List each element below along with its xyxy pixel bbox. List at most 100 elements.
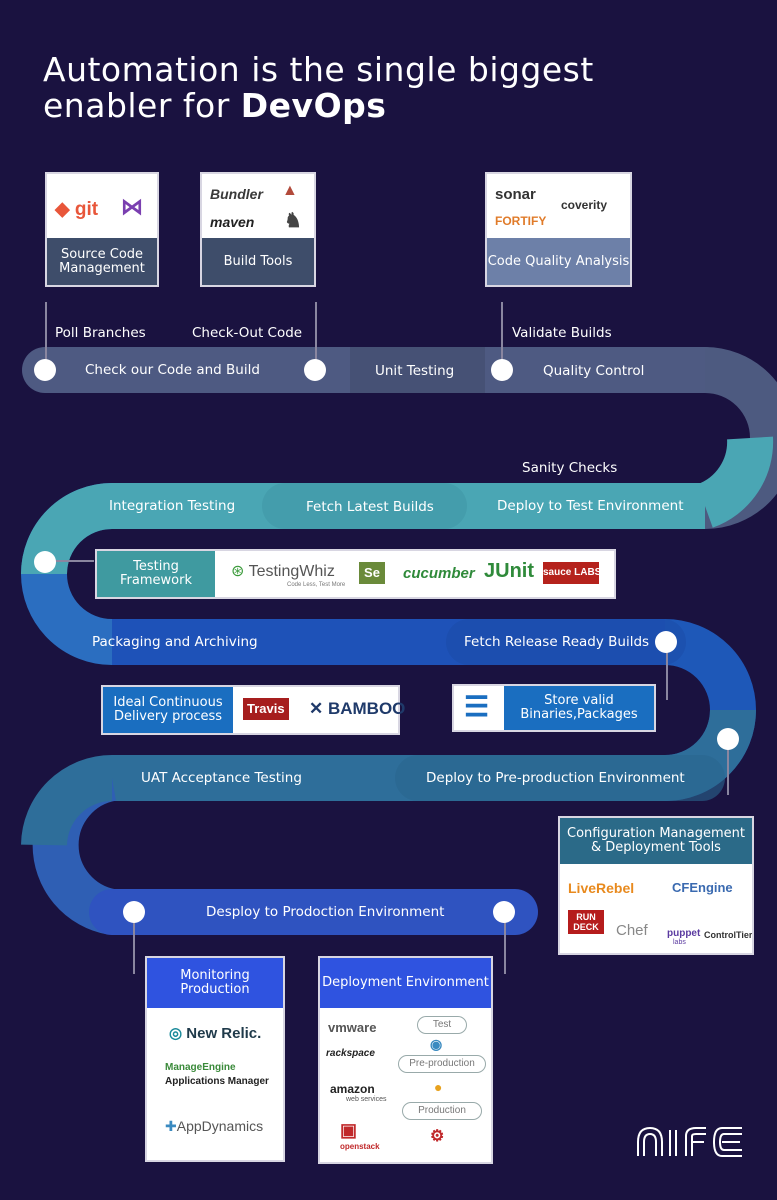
title-line-2-bold: DevOps — [240, 86, 387, 125]
sauce-labs-logo: sauce LABS — [543, 562, 601, 584]
card-caption: Deployment Environment — [320, 958, 491, 1008]
title-line-1: Automation is the single biggest — [43, 50, 594, 89]
stem-poll — [45, 302, 47, 372]
stage-test: Test — [417, 1016, 467, 1034]
segment-unit-testing — [350, 347, 485, 393]
node-dot — [655, 631, 677, 653]
openstack-icon: ▣ — [340, 1120, 358, 1140]
step-uat-testing: UAT Acceptance Testing — [141, 770, 302, 786]
coverity-logo: coverity — [561, 198, 608, 212]
vmware-logo: vmware — [328, 1020, 377, 1035]
nife-logo — [634, 1120, 754, 1164]
travis-logo: Travis — [243, 698, 289, 720]
stem-deployment — [504, 912, 506, 974]
card-code-quality: sonar coverity FORTIFY Code Quality Anal… — [485, 172, 632, 287]
store-binaries-strip: ☰ Store valid Binaries,Packages — [452, 684, 656, 732]
bamboo-logo: ✕ BAMBOO — [309, 699, 406, 718]
strip-tag: Store valid Binaries,Packages — [504, 686, 654, 730]
testingwhiz-logo: ⊛ TestingWhiz — [231, 563, 335, 580]
aws-sub: web services — [346, 1096, 387, 1103]
segment-fetch-latest — [262, 483, 467, 529]
stage-preproduction: Pre-production — [398, 1055, 486, 1073]
liverebel-logo: LiveRebel — [568, 880, 635, 896]
database-icon: ☰ — [464, 691, 490, 722]
chef-logo: Chef — [616, 922, 648, 939]
appdynamics-logo: ✚AppDynamics — [165, 1118, 264, 1134]
bulb-icon: ● — [434, 1079, 443, 1095]
bundler-logo: Bundler — [210, 186, 263, 202]
manageengine-logo: ManageEngine — [165, 1062, 236, 1073]
step-packaging-archiving: Packaging and Archiving — [92, 634, 258, 650]
card-source-code: ◆ git ⋈ Source Code Management — [45, 172, 159, 287]
segment-fetch-release — [446, 619, 686, 665]
strip-tag: Testing Framework — [97, 551, 215, 597]
strip-tag: Ideal Continuous Delivery process — [103, 687, 233, 733]
cucumber-logo: cucumber — [403, 565, 475, 582]
step-fetch-latest-builds: Fetch Latest Builds — [306, 499, 434, 515]
page-title: Automation is the single biggest enabler… — [43, 52, 594, 124]
step-quality-control: Quality Control — [543, 363, 645, 379]
card-caption: Code Quality Analysis — [487, 238, 630, 285]
applications-manager-logo: Applications Manager — [165, 1076, 269, 1087]
card-monitoring: Monitoring Production ◎ New Relic. Manag… — [145, 956, 285, 1162]
rundeck-logo: RUN DECK — [568, 910, 604, 934]
label-poll-branches: Poll Branches — [55, 325, 146, 341]
node-dot — [491, 359, 513, 381]
testing-framework-strip: Testing Framework ⊛ TestingWhiz Code Les… — [95, 549, 616, 599]
fortify-logo: FORTIFY — [495, 214, 547, 228]
step-deploy-preprod: Deploy to Pre-production Environment — [426, 770, 685, 786]
selenium-logo: Se — [359, 562, 385, 584]
card-build-tools: Bundler maven ▲ ♞ Build Tools — [200, 172, 316, 287]
node-dot — [717, 728, 739, 750]
node-dot — [493, 901, 515, 923]
card-config-management: Configuration Management & Deployment To… — [558, 816, 754, 955]
delivery-strip: Ideal Continuous Delivery process Travis… — [101, 685, 405, 735]
junit-logo: JUnit — [484, 560, 534, 582]
stem-validate — [501, 302, 503, 372]
gear-icon: ⚙ — [430, 1128, 445, 1145]
controltier-logo: ControlTier — [704, 930, 753, 940]
node-dot — [34, 359, 56, 381]
label-validate-builds: Validate Builds — [512, 325, 612, 341]
label-check-out-code: Check-Out Code — [192, 325, 303, 341]
eye-icon: ◉ — [430, 1036, 443, 1052]
card-caption: Source Code Management — [47, 238, 157, 285]
openstack-logo: openstack — [340, 1142, 380, 1151]
nife-logo-graphic — [637, 1126, 742, 1157]
node-dot — [34, 551, 56, 573]
node-dot — [304, 359, 326, 381]
card-caption: Build Tools — [202, 238, 314, 285]
step-check-code-build: Check our Code and Build — [85, 362, 260, 378]
step-deploy-production: Desploy to Prodoction Environment — [206, 904, 445, 920]
ant-icon: ▲ — [282, 182, 298, 199]
node-dot — [123, 901, 145, 923]
label-sanity-checks: Sanity Checks — [522, 460, 618, 476]
stem-checkout — [315, 302, 317, 372]
puppet-labs-sub: labs — [673, 939, 686, 946]
puppet-logo: puppet — [667, 928, 701, 939]
rackspace-logo: rackspace — [326, 1048, 375, 1059]
stage-production: Production — [402, 1102, 482, 1120]
track-bend-1b — [696, 436, 774, 528]
visual-studio-icon: ⋈ — [121, 194, 143, 219]
step-unit-testing: Unit Testing — [375, 363, 455, 379]
segment-pre-prod — [395, 755, 725, 801]
card-deployment-env: Deployment Environment vmware rackspace … — [318, 956, 493, 1164]
step-integration-testing: Integration Testing — [109, 498, 236, 514]
git-logo: ◆ git — [55, 199, 99, 220]
testingwhiz-tagline: Code Less, Test More — [287, 582, 346, 588]
gnu-icon: ♞ — [284, 210, 302, 232]
step-deploy-test-env: Deploy to Test Environment — [497, 498, 684, 514]
card-caption: Monitoring Production — [147, 958, 283, 1008]
maven-logo: maven — [210, 214, 255, 230]
sonar-logo: sonar — [495, 186, 536, 203]
stem-monitoring — [133, 912, 135, 974]
title-line-2-prefix: enabler for — [43, 86, 241, 125]
newrelic-logo: ◎ New Relic. — [169, 1025, 262, 1042]
step-fetch-release-builds: Fetch Release Ready Builds — [464, 634, 650, 650]
stem-config — [727, 740, 729, 795]
stem-testing — [44, 560, 94, 562]
card-caption: Configuration Management & Deployment To… — [560, 818, 752, 864]
